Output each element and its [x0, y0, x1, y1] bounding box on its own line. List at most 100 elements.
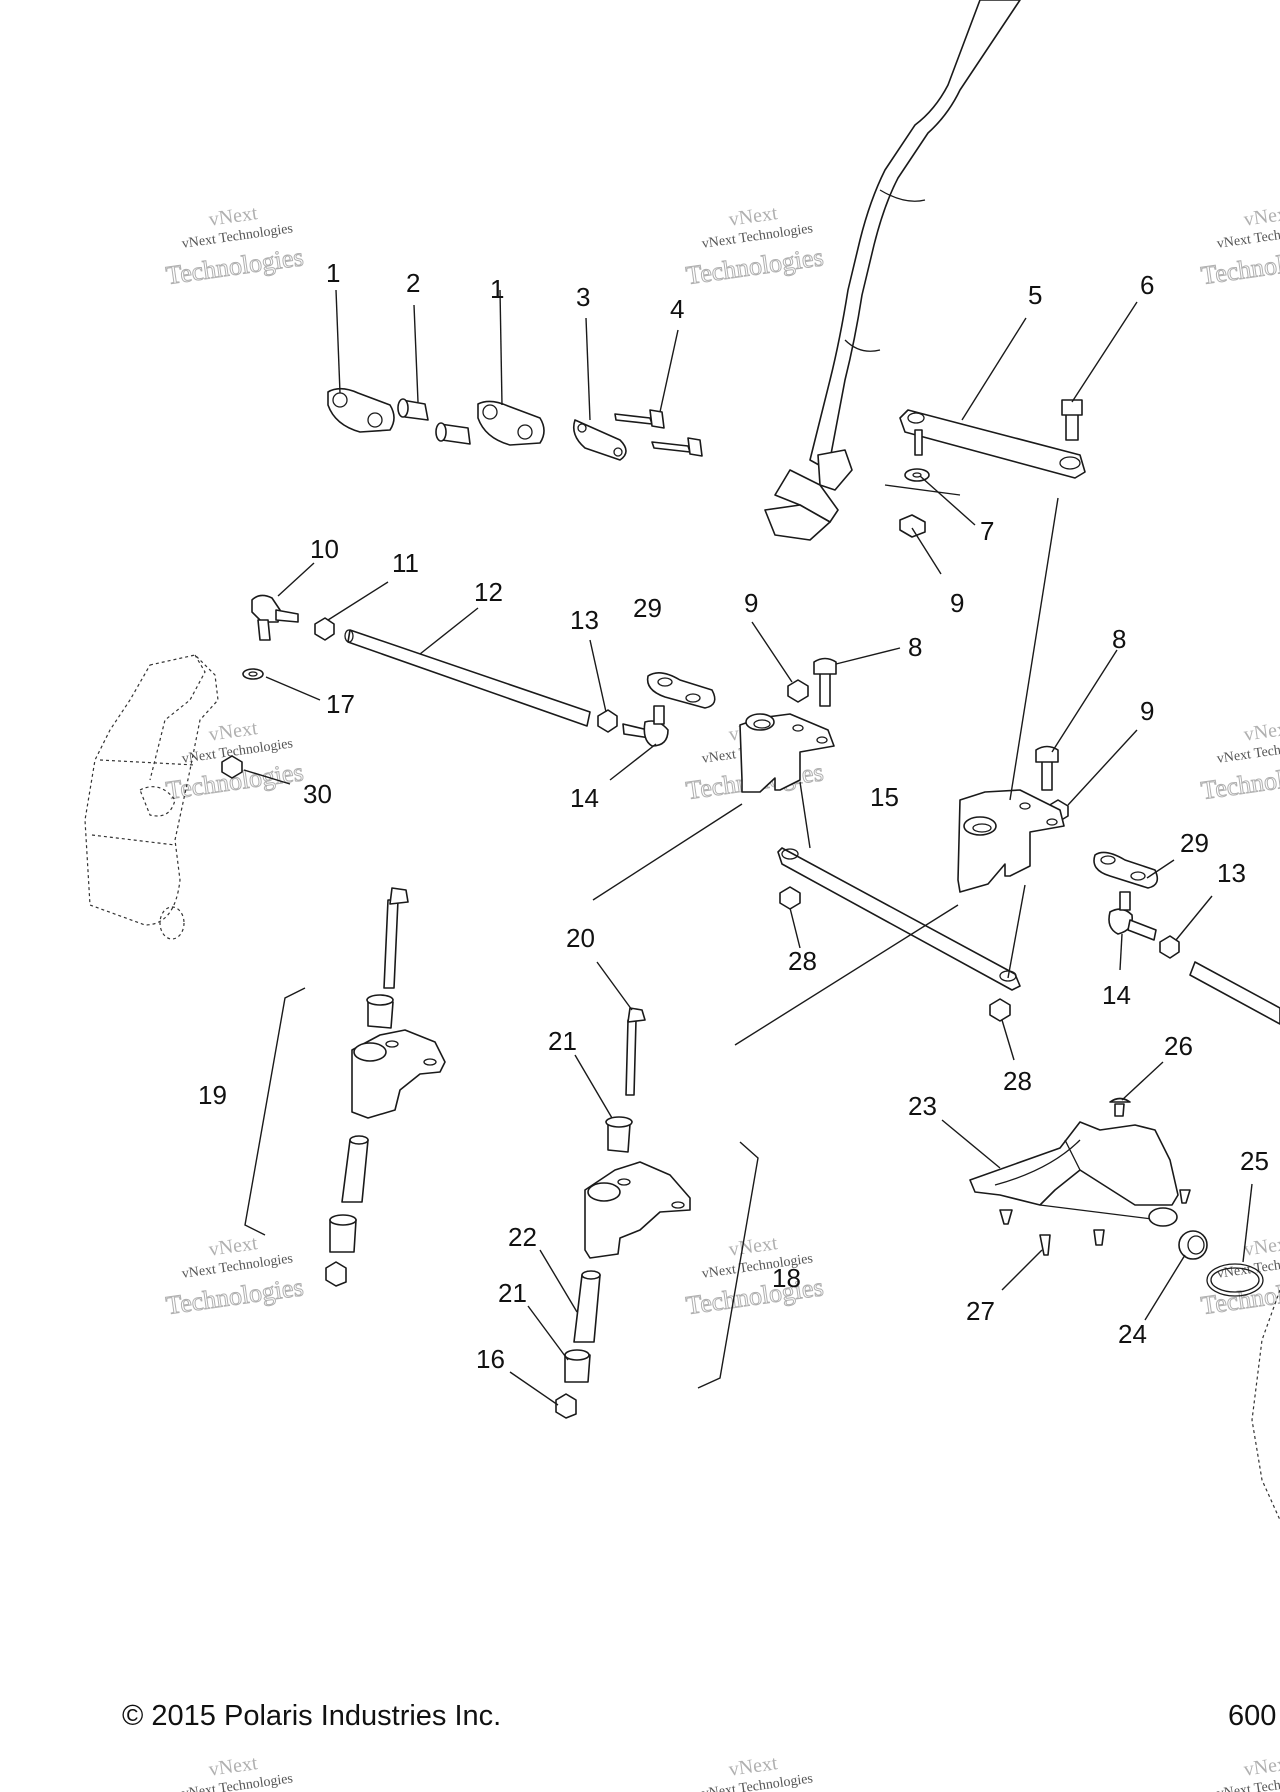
callout-28: 28: [1003, 1066, 1032, 1096]
watermark: vNext vNext Technologies: [181, 1752, 294, 1792]
callout-23: 23: [908, 1091, 937, 1121]
pivot-bracket-center: [584, 1161, 691, 1259]
svg-text:Technologies: Technologies: [1199, 757, 1280, 805]
copyright-notice: © 2015 Polaris Industries Inc.: [122, 1700, 502, 1732]
nut: [899, 514, 926, 538]
callout-14: 14: [570, 783, 599, 813]
bolt: [383, 887, 409, 989]
callout-28: 28: [788, 946, 817, 976]
flanged-bushing: [329, 1214, 357, 1253]
callout-5: 5: [1028, 280, 1042, 310]
socket-bolt: [1061, 399, 1083, 441]
callout-30: 30: [303, 779, 332, 809]
callout-1: 1: [490, 274, 504, 304]
flange-nut: [555, 1393, 577, 1419]
relay-rod: [777, 847, 1021, 991]
bushing: [397, 398, 471, 445]
bolt: [625, 1007, 646, 1096]
callout-22: 22: [508, 1222, 537, 1252]
tie-rod: [344, 629, 591, 727]
callout-13: 13: [1217, 858, 1246, 888]
callout-1: 1: [326, 258, 340, 288]
spindle-knuckle-reference: [84, 654, 219, 940]
group-bracket-18: [697, 1141, 759, 1389]
callout-11: 11: [392, 548, 419, 578]
callout-25: 25: [1240, 1146, 1269, 1176]
jam-nut: [597, 709, 618, 733]
screw: [1039, 1234, 1051, 1256]
nut: [787, 679, 809, 703]
callout-20: 20: [566, 923, 595, 953]
callout-15: 15: [870, 782, 899, 812]
nut: [989, 998, 1011, 1022]
group-bracket-19: [244, 987, 306, 1236]
ball-joint-rod-end: [1108, 891, 1157, 941]
callout-2: 2: [406, 268, 420, 298]
bolt: [614, 409, 703, 457]
sleeve: [341, 1135, 369, 1203]
tie-rod: [1189, 961, 1280, 1025]
bolt: [1035, 745, 1059, 791]
pivot-plate: [1093, 851, 1159, 889]
callout-8: 8: [908, 632, 922, 662]
watermark: vNext vNext Technologies Technologies: [164, 1232, 306, 1321]
watermark: vNext vNext Technologies Technologies: [684, 202, 826, 291]
screw: [1179, 1189, 1191, 1204]
callout-14: 14: [1102, 980, 1131, 1010]
bolt: [813, 657, 837, 707]
jam-nut: [314, 617, 335, 641]
svg-text:vNext: vNext: [1242, 202, 1280, 231]
callout-24: 24: [1118, 1319, 1147, 1349]
callout-9: 9: [1140, 696, 1154, 726]
screw: [1109, 1097, 1131, 1117]
watermark: vNext vNext Technologies Technologies: [1199, 202, 1280, 291]
svg-text:Technologies: Technologies: [1199, 242, 1280, 290]
ball-joint-rod-end: [622, 705, 669, 747]
sleeve: [573, 1270, 601, 1343]
pivot-plate: [646, 672, 716, 709]
callout-27: 27: [966, 1296, 995, 1326]
callout-10: 10: [310, 534, 339, 564]
jam-nut: [1159, 935, 1180, 959]
pivot-bracket-right: [957, 789, 1065, 893]
grommet: [1178, 1230, 1208, 1260]
diagram-code: 600: [1228, 1700, 1277, 1732]
washer: [242, 668, 264, 680]
callout-6: 6: [1140, 270, 1154, 300]
pivot-bracket-left: [739, 713, 835, 793]
callout-labels: 1 2 1 3 4 5 6 7 9 10 11 12 13 29 9 8 8 9…: [198, 258, 1269, 1374]
callout-8: 8: [1112, 624, 1126, 654]
callout-3: 3: [576, 282, 590, 312]
watermark: vNext vNext Technologies Technologies: [164, 202, 306, 291]
callout-12: 12: [474, 577, 503, 607]
svg-text:vNext: vNext: [1242, 1752, 1280, 1781]
tie-rod-end: [251, 594, 299, 641]
flanged-bushing: [564, 1349, 591, 1383]
nut: [221, 755, 243, 779]
callout-9: 9: [950, 588, 964, 618]
pivot-bracket: [351, 1029, 446, 1119]
cover-panel: [969, 1121, 1179, 1227]
steering-column-tube: [764, 0, 1021, 541]
nut: [779, 886, 801, 910]
watermark: vNext vNext Technologies: [701, 1752, 814, 1792]
callout-21: 21: [548, 1026, 577, 1056]
callout-26: 26: [1164, 1031, 1193, 1061]
callout-29: 29: [633, 593, 662, 623]
watermark: vNext vNext Technologies Technologies: [684, 1232, 826, 1321]
clamp-half-left: [327, 387, 395, 433]
flanged-bushing: [605, 1116, 633, 1153]
clamp-half-right: [477, 400, 545, 446]
screw: [1093, 1229, 1105, 1246]
callout-17: 17: [326, 689, 355, 719]
callout-4: 4: [670, 294, 684, 324]
callout-7: 7: [980, 516, 994, 546]
washer: [884, 468, 961, 496]
svg-text:vNext: vNext: [1242, 717, 1280, 746]
watermark: vNext vNext Technologies: [1216, 1752, 1280, 1792]
pitman-arm: [899, 409, 1086, 479]
svg-text:vNext: vNext: [1242, 1232, 1280, 1261]
callout-13: 13: [570, 605, 599, 635]
flanged-bushing: [366, 994, 394, 1029]
